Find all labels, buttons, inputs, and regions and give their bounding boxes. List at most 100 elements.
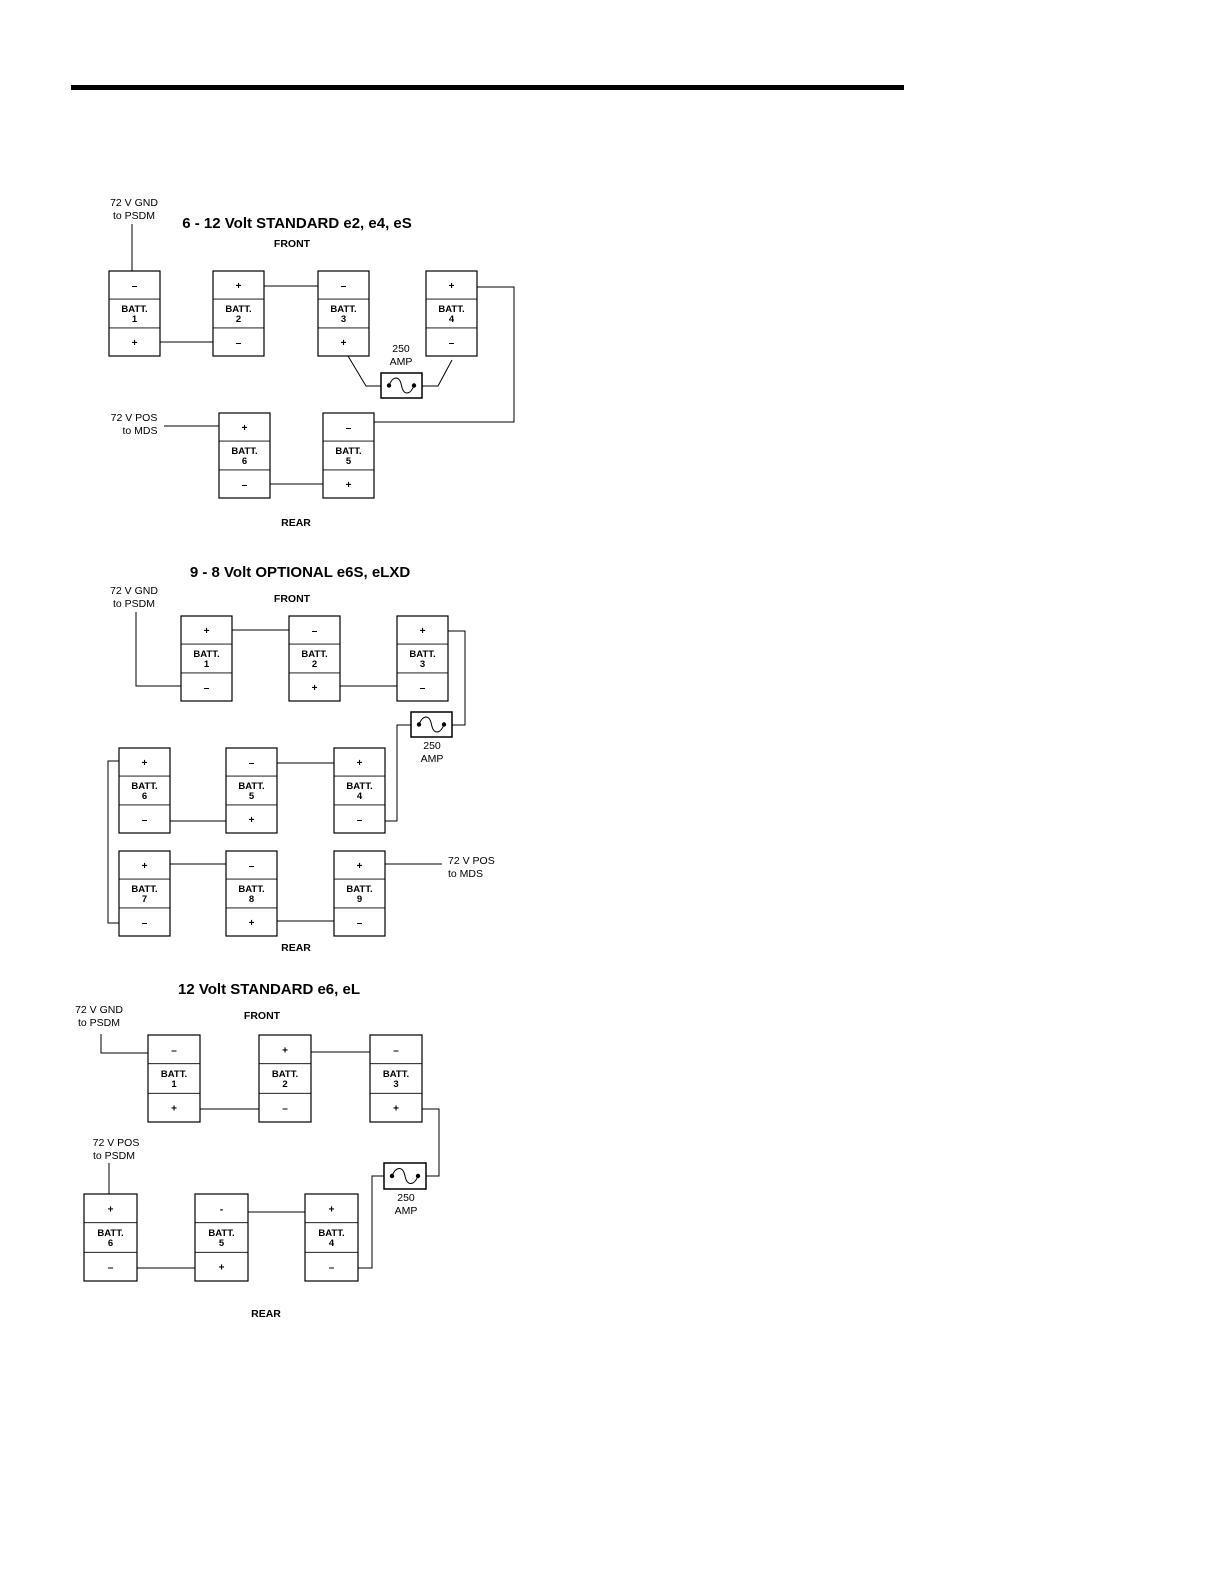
battery-number: 2 [236,314,241,325]
battery-box [304,1193,359,1282]
battery-2: +BATT.2– [212,270,265,357]
wire [422,359,453,387]
wire [347,355,381,387]
battery-top-terminal: - [220,1204,223,1215]
battery-top-terminal: – [249,861,255,872]
battery-label: BATT. [301,649,327,660]
battery-top-terminal: – [346,423,352,434]
battery-number: 3 [420,659,425,670]
battery-box [288,615,341,702]
fuse-rating-value: 250 [392,343,410,355]
battery-box [225,747,278,834]
battery-1: –BATT.1+ [147,1034,201,1123]
battery-label: BATT. [383,1069,409,1080]
battery-number: 6 [142,791,147,802]
battery-bottom-terminal: + [312,683,318,694]
battery-label: BATT. [318,1228,344,1239]
fuse-terminal [416,722,422,727]
battery-label: BATT. [121,304,147,315]
battery-top-terminal: – [132,281,138,292]
battery-2: +BATT.2– [258,1034,312,1123]
battery-top-terminal: + [282,1045,288,1056]
battery-box [225,850,278,937]
battery-top-terminal: + [108,1204,114,1215]
battery-top-terminal: + [357,758,363,769]
battery-bottom-terminal: + [132,338,138,349]
battery-bottom-terminal: – [204,683,210,694]
fuse-rating-unit: AMP [421,753,444,765]
fuse-link [388,377,415,394]
battery-9: +BATT.9– [333,850,386,937]
wire [107,760,119,924]
battery-bottom-terminal: + [219,1263,225,1274]
battery-label: BATT. [193,649,219,660]
battery-3: +BATT.3– [396,615,449,702]
battery-7: +BATT.7– [118,850,171,937]
pos-label: 72 V POS [93,1137,140,1149]
battery-number: 2 [312,659,317,670]
battery-2: –BATT.2+ [288,615,341,702]
battery-top-terminal: + [142,758,148,769]
battery-box [118,850,171,937]
battery-8: –BATT.8+ [225,850,278,937]
battery-number: 6 [108,1238,113,1249]
battery-label: BATT. [225,304,251,315]
battery-box [212,270,265,357]
battery-label: BATT. [208,1228,234,1239]
battery-box [194,1193,249,1282]
front-label: FRONT [274,238,311,250]
battery-top-terminal: + [242,423,248,434]
fuse-rating-unit: AMP [395,1205,418,1217]
battery-number: 6 [242,456,247,467]
battery-4: +BATT.4– [304,1193,359,1282]
battery-label: BATT. [131,781,157,792]
battery-label: BATT. [346,884,372,895]
battery-top-terminal: – [171,1045,177,1056]
battery-bottom-terminal: + [249,815,255,826]
wire [448,630,466,726]
fuse-rating-value: 250 [423,740,441,752]
battery-box [322,412,375,499]
battery-6: +BATT.6– [218,412,271,499]
battery-box [317,270,370,357]
gnd-lead [100,1034,148,1054]
battery-bottom-terminal: – [242,480,248,491]
battery-label: BATT. [346,781,372,792]
battery-bottom-terminal: – [357,815,363,826]
wiring-layer [100,224,515,1269]
battery-bottom-terminal: – [449,338,455,349]
section-title: 9 - 8 Volt OPTIONAL e6S, eLXD [190,564,410,581]
battery-number: 4 [329,1238,335,1249]
rear-label: REAR [281,517,311,529]
battery-bottom-terminal: + [171,1104,177,1115]
battery-box [218,412,271,499]
battery-number: 9 [357,894,362,905]
battery-4: +BATT.4– [333,747,386,834]
rear-label: REAR [281,942,311,954]
battery-1: +BATT.1– [180,615,233,702]
wire [374,286,515,423]
battery-label: BATT. [335,446,361,457]
fuse-terminal [415,1173,421,1179]
battery-top-terminal: – [393,1045,399,1056]
battery-number: 3 [393,1079,398,1090]
battery-label: BATT. [97,1228,123,1239]
pos-label: 72 V POS [448,855,495,867]
battery-3: –BATT.3+ [369,1034,423,1123]
gnd-label-dest: to PSDM [78,1017,120,1029]
battery-label: BATT. [409,649,435,660]
battery-box [83,1193,138,1282]
battery-bottom-terminal: – [142,918,148,929]
battery-top-terminal: – [341,281,347,292]
battery-bottom-terminal: – [329,1263,335,1274]
battery-number: 7 [142,894,147,905]
fuse-terminal [386,383,392,388]
battery-number: 5 [219,1238,225,1249]
top-rule [71,85,904,90]
battery-top-terminal: + [449,281,455,292]
battery-number: 3 [341,314,346,325]
battery-box [396,615,449,702]
battery-bottom-terminal: + [341,338,347,349]
battery-6: +BATT.6– [118,747,171,834]
